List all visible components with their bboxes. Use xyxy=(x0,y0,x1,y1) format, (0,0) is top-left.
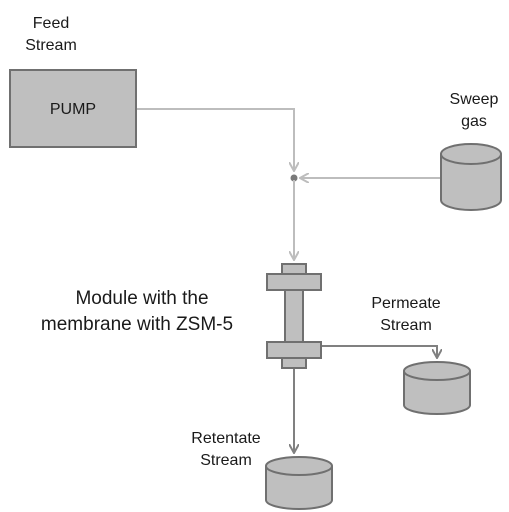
pump-box xyxy=(9,69,137,148)
mixing-junction xyxy=(290,174,298,182)
retentate-label-line1: Retentate xyxy=(191,430,260,447)
sweep-gas-label-line1: Sweep xyxy=(450,91,499,108)
module-label-line2: membrane with ZSM-5 xyxy=(41,314,233,335)
module-label-line1: Module with the xyxy=(75,288,208,309)
permeate-label-line1: Permeate xyxy=(371,295,440,312)
pump-label: PUMP xyxy=(50,101,96,118)
retentate-label-line2: Stream xyxy=(200,452,252,469)
permeate-line xyxy=(322,345,437,357)
feed-line xyxy=(137,108,294,170)
permeate-label-line2: Stream xyxy=(380,317,432,334)
membrane-module xyxy=(266,263,322,369)
permeate-tank xyxy=(403,361,471,415)
sweep-gas-label-line2: gas xyxy=(461,113,487,130)
sweep-gas-tank xyxy=(440,143,502,211)
retentate-tank xyxy=(265,456,333,510)
feed-stream-label-line1: Feed xyxy=(33,15,69,32)
feed-stream-label-line2: Stream xyxy=(25,37,77,54)
